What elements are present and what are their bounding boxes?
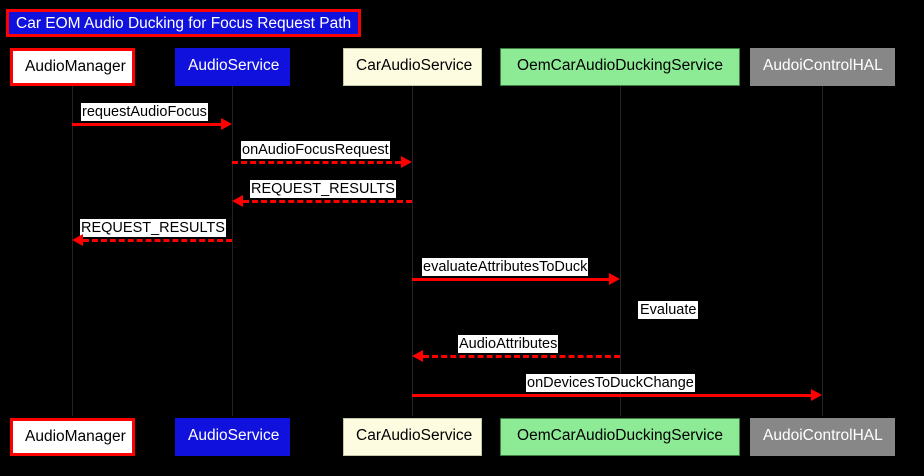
participant-oemcaraudioduckingservice-bottom[interactable]: OemCarAudioDuckingService bbox=[500, 418, 740, 456]
message-arrowhead-evaluate-attributes-to-duck bbox=[609, 273, 620, 285]
message-arrowhead-request-audio-focus bbox=[221, 118, 232, 130]
message-label-evaluate-attributes-to-duck: evaluateAttributesToDuck bbox=[422, 258, 589, 276]
message-arrowhead-request-results-1 bbox=[232, 195, 243, 207]
diagram-title: Car EOM Audio Ducking for Focus Request … bbox=[6, 9, 362, 37]
note-evaluate: Evaluate bbox=[638, 301, 699, 319]
participant-label: AudioService bbox=[188, 427, 280, 444]
lifeline-audiomanager bbox=[72, 86, 73, 416]
message-label-request-audio-focus: requestAudioFocus bbox=[81, 103, 208, 121]
participant-label: AudioManager bbox=[25, 428, 126, 445]
participant-audiocontrolhal-top[interactable]: AudoiControlHAL bbox=[750, 48, 895, 86]
participant-audiomanager-top[interactable]: AudioManager bbox=[10, 48, 135, 86]
participant-caraudioservice-bottom[interactable]: CarAudioService bbox=[343, 418, 482, 456]
message-arrowhead-on-audio-focus-request bbox=[401, 156, 412, 168]
message-label-on-audio-focus-request: onAudioFocusRequest bbox=[241, 141, 390, 159]
message-label-audio-attributes: AudioAttributes bbox=[458, 335, 559, 353]
message-line-audio-attributes bbox=[423, 355, 620, 358]
message-arrowhead-audio-attributes bbox=[412, 350, 423, 362]
message-line-request-results-1 bbox=[243, 200, 412, 203]
participant-audiomanager-bottom[interactable]: AudioManager bbox=[10, 418, 135, 456]
message-arrowhead-request-results-2 bbox=[72, 234, 83, 246]
participant-label: AudoiControlHAL bbox=[763, 427, 883, 444]
message-line-request-results-2 bbox=[83, 239, 232, 242]
lifeline-caraudioservice bbox=[412, 86, 413, 416]
message-line-evaluate-attributes-to-duck bbox=[412, 278, 609, 281]
participant-audioservice-top[interactable]: AudioService bbox=[175, 48, 290, 86]
lifeline-audiocontrolhal bbox=[822, 86, 823, 416]
message-line-request-audio-focus bbox=[72, 123, 221, 126]
participant-label: CarAudioService bbox=[356, 57, 473, 74]
participant-audiocontrolhal-bottom[interactable]: AudoiControlHAL bbox=[750, 418, 895, 456]
message-line-on-audio-focus-request bbox=[232, 161, 401, 164]
lifeline-audioservice bbox=[232, 86, 233, 416]
participant-audioservice-bottom[interactable]: AudioService bbox=[175, 418, 290, 456]
message-label-on-devices-to-duck-change: onDevicesToDuckChange bbox=[526, 374, 695, 392]
participant-label: AudioManager bbox=[25, 58, 126, 75]
participant-label: AudioService bbox=[188, 57, 280, 74]
message-label-request-results-1: REQUEST_RESULTS bbox=[250, 180, 396, 198]
message-line-on-devices-to-duck-change bbox=[412, 394, 811, 397]
participant-oemcaraudioduckingservice-top[interactable]: OemCarAudioDuckingService bbox=[500, 48, 740, 86]
participant-label: OemCarAudioDuckingService bbox=[517, 427, 723, 444]
message-arrowhead-on-devices-to-duck-change bbox=[811, 389, 822, 401]
message-label-request-results-2: REQUEST_RESULTS bbox=[80, 219, 226, 237]
participant-caraudioservice-top[interactable]: CarAudioService bbox=[343, 48, 482, 86]
lifeline-oemcaraudioduckingservice bbox=[620, 86, 621, 416]
participant-label: OemCarAudioDuckingService bbox=[517, 57, 723, 74]
participant-label: CarAudioService bbox=[356, 427, 473, 444]
participant-label: AudoiControlHAL bbox=[763, 57, 883, 74]
